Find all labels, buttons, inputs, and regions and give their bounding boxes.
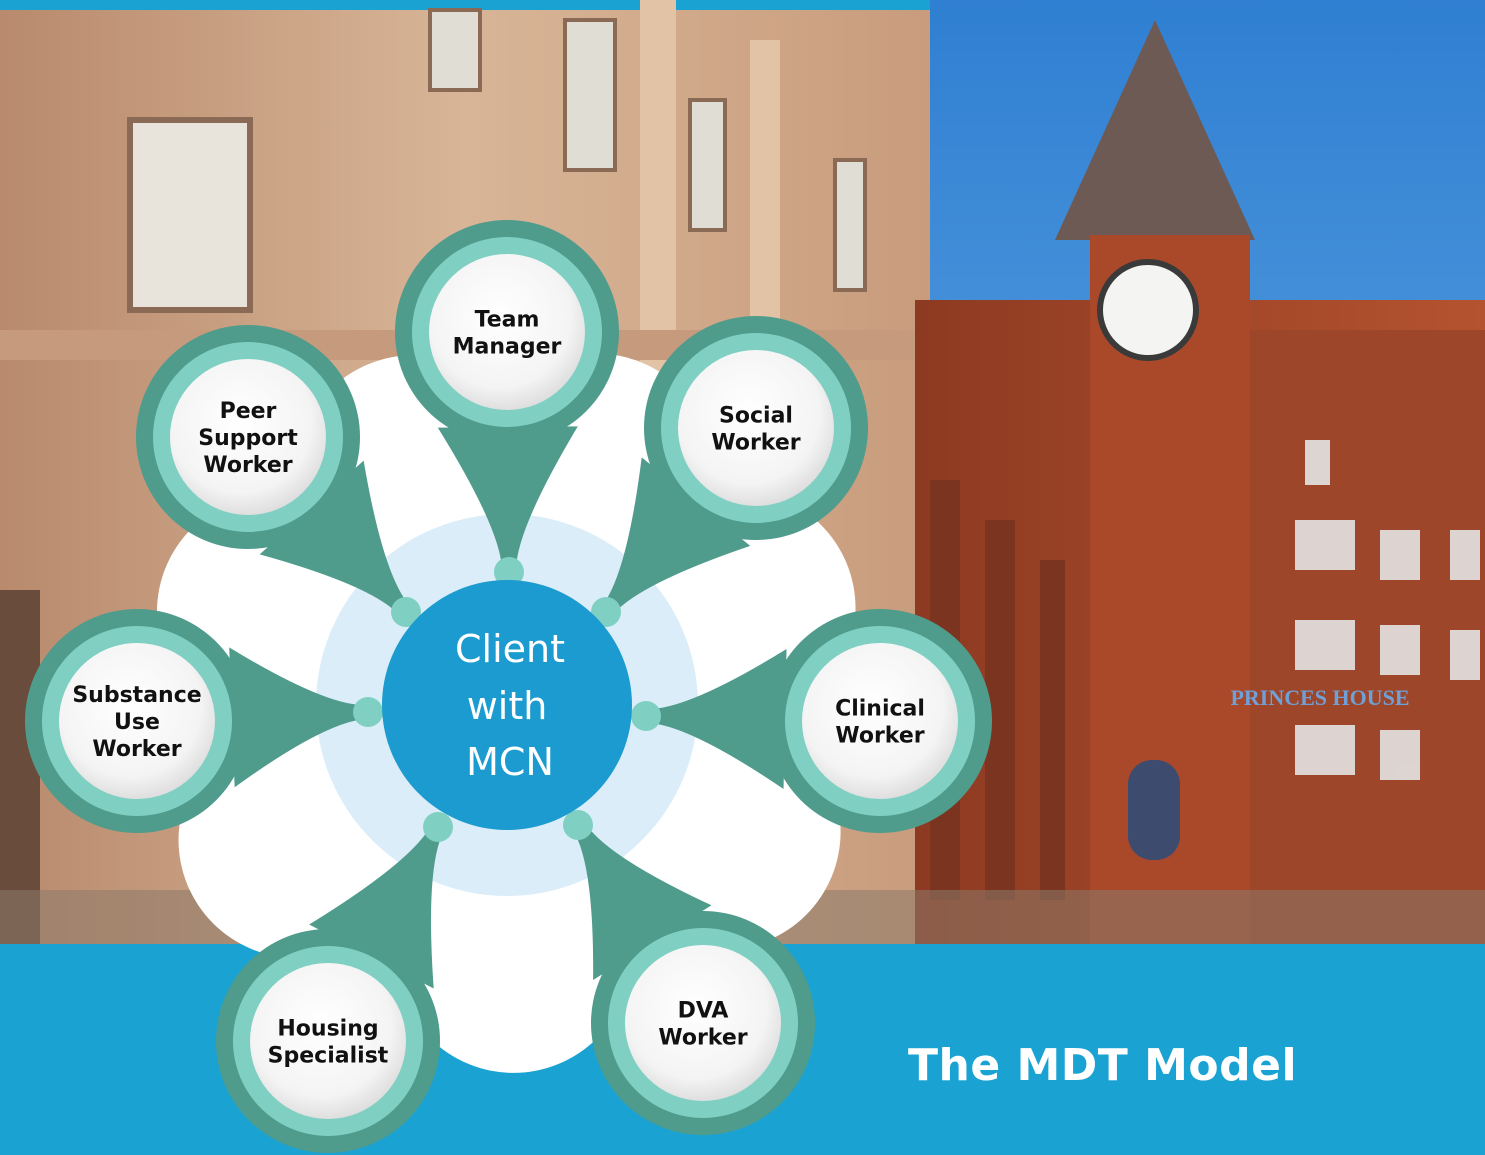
connector-dot-team-manager bbox=[494, 557, 524, 587]
role-label-housing-specialist-line-2: Specialist bbox=[268, 1044, 389, 1069]
page-title: The MDT Model bbox=[908, 1040, 1298, 1091]
connector-dot-housing-specialist bbox=[423, 812, 453, 842]
princes-house-sign: PRINCES HOUSE bbox=[1230, 685, 1409, 710]
connector-dot-dva-worker bbox=[563, 810, 593, 840]
role-label-substance-use-worker-line-2: Use bbox=[114, 710, 160, 735]
connector-clinical-worker bbox=[645, 648, 787, 789]
connector-dot-social-worker bbox=[591, 597, 621, 627]
role-label-dva-worker-line-2: Worker bbox=[658, 1026, 747, 1051]
role-label-team-manager-line-1: Team bbox=[475, 308, 540, 333]
clock-face bbox=[1097, 259, 1199, 361]
node-face bbox=[625, 945, 781, 1101]
role-label-peer-support-worker-line-3: Worker bbox=[203, 453, 292, 478]
center-label-line-2: with bbox=[467, 684, 548, 728]
node-face bbox=[59, 643, 215, 799]
role-label-social-worker-line-1: Social bbox=[719, 404, 793, 429]
role-label-peer-support-worker-line-1: Peer bbox=[220, 399, 277, 424]
role-label-clinical-worker-line-1: Clinical bbox=[835, 697, 925, 722]
role-label-social-worker-line-2: Worker bbox=[711, 431, 800, 456]
role-label-dva-worker-line-1: DVA bbox=[678, 999, 729, 1024]
role-label-substance-use-worker-line-3: Worker bbox=[92, 737, 181, 762]
role-label-housing-specialist-line-1: Housing bbox=[277, 1017, 378, 1042]
connector-dot-clinical-worker bbox=[631, 701, 661, 731]
node-face bbox=[678, 350, 834, 506]
connector-dot-peer-support-worker bbox=[391, 597, 421, 627]
node-face bbox=[170, 359, 326, 515]
mdt-diagram: Client with MCN TeamManagerSocialWorkerC… bbox=[25, 220, 992, 1153]
center-label-line-3: MCN bbox=[466, 740, 554, 784]
connector-substance-use-worker bbox=[229, 647, 369, 788]
connector-social-worker bbox=[600, 457, 751, 617]
connector-dot-substance-use-worker bbox=[353, 697, 383, 727]
node-face bbox=[429, 254, 585, 410]
center-circle bbox=[382, 580, 632, 830]
connector-housing-specialist bbox=[309, 823, 445, 989]
connector-dva-worker bbox=[572, 821, 712, 981]
connectors bbox=[229, 426, 787, 989]
connector-team-manager bbox=[437, 426, 578, 573]
connector-peer-support-worker bbox=[259, 460, 412, 617]
center-label: Client with MCN bbox=[455, 627, 565, 784]
role-nodes: TeamManagerSocialWorkerClinicalWorkerDVA… bbox=[25, 220, 992, 1153]
node-face bbox=[250, 963, 406, 1119]
role-label-clinical-worker-line-2: Worker bbox=[835, 724, 924, 749]
center-label-line-1: Client bbox=[455, 627, 565, 671]
role-label-substance-use-worker-line-1: Substance bbox=[72, 683, 201, 708]
brick-buildings: PRINCES HOUSE bbox=[915, 20, 1485, 945]
role-label-team-manager-line-2: Manager bbox=[453, 335, 562, 360]
role-label-peer-support-worker-line-2: Support bbox=[198, 426, 298, 451]
node-face bbox=[802, 643, 958, 799]
petal bbox=[395, 836, 632, 1073]
